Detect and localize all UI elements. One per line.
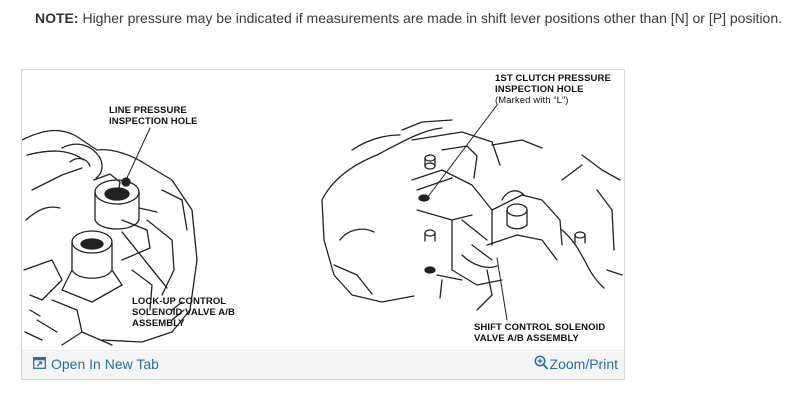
label-shift-control: SHIFT CONTROL SOLENOID VALVE A/B ASSEMBL… <box>474 322 605 344</box>
zoom-print-link[interactable]: Zoom/Print <box>534 355 618 373</box>
open-in-new-tab-icon <box>33 356 46 372</box>
label-lockup-line2: SOLENOID VALVE A/B <box>132 307 235 318</box>
open-in-new-tab-link[interactable]: Open In New Tab <box>33 356 159 372</box>
note-paragraph: NOTE: Higher pressure may be indicated i… <box>35 9 805 27</box>
zoom-print-label: Zoom/Print <box>549 356 618 372</box>
open-in-new-tab-label: Open In New Tab <box>51 356 159 372</box>
label-clutch-line1: 1ST CLUTCH PRESSURE <box>495 73 611 84</box>
label-lockup-control: LOCK-UP CONTROL SOLENOID VALVE A/B ASSEM… <box>132 296 235 329</box>
note-label: NOTE: <box>35 10 79 26</box>
label-line-pressure: LINE PRESSURE INSPECTION HOLE <box>109 105 198 127</box>
label-1st-clutch-pressure: 1ST CLUTCH PRESSURE INSPECTION HOLE (Mar… <box>495 73 611 106</box>
label-line-pressure-line2: INSPECTION HOLE <box>109 116 198 127</box>
label-clutch-line2: INSPECTION HOLE <box>495 84 584 95</box>
label-line-pressure-line1: LINE PRESSURE <box>109 105 187 116</box>
label-shift-line2: VALVE A/B ASSEMBLY <box>474 333 579 344</box>
figure-toolbar: Open In New Tab Zoom/Print <box>22 350 624 379</box>
zoom-in-icon <box>534 355 548 373</box>
label-lockup-line1: LOCK-UP CONTROL <box>132 296 227 307</box>
figure-container: LINE PRESSURE INSPECTION HOLE 1ST CLUTCH… <box>21 69 625 380</box>
diagram-illustration <box>22 104 623 346</box>
label-clutch-line3: (Marked with “L”) <box>495 95 569 106</box>
transmission-diagram: LINE PRESSURE INSPECTION HOLE 1ST CLUTCH… <box>22 70 624 350</box>
label-lockup-line3: ASSEMBLY <box>132 318 185 329</box>
label-shift-line1: SHIFT CONTROL SOLENOID <box>474 322 606 333</box>
note-text: Higher pressure may be indicated if meas… <box>78 10 783 26</box>
